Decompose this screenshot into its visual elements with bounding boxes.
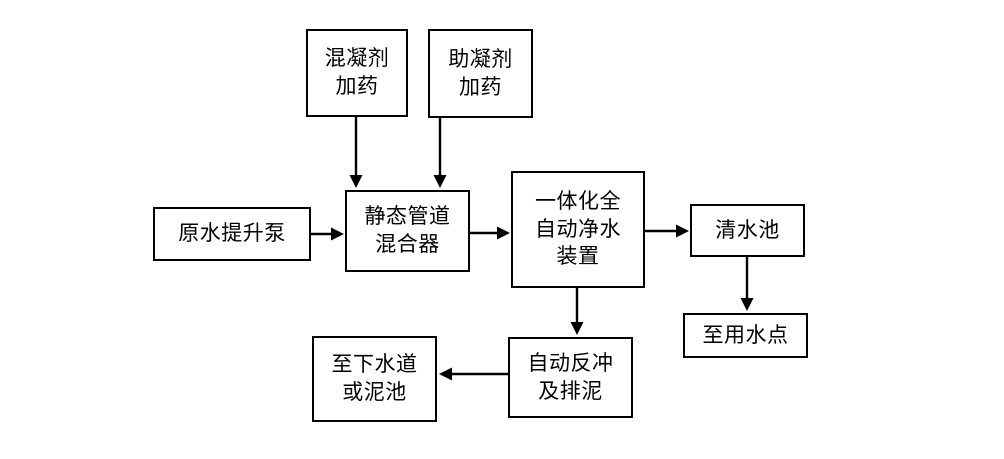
node-label-line: 装置 — [556, 244, 600, 269]
arrow-purifier-to-auto-backwash — [570, 288, 584, 335]
integrated-purifier-box[interactable]: 一体化全自动净水装置 — [511, 171, 645, 288]
node-label-line: 混合器 — [375, 232, 440, 256]
arrow-head-icon — [740, 298, 754, 311]
node-label-line: 一体化全 — [535, 188, 621, 213]
node-label-line: 自动净水 — [535, 216, 621, 241]
node-label-line: 原水提升泵 — [178, 221, 286, 246]
arrow-mixer-to-purifier — [470, 226, 510, 240]
node-label-line: 加药 — [459, 74, 502, 99]
arrow-auto-backwash-to-sewer — [439, 367, 508, 381]
arrow-head-icon — [676, 224, 689, 238]
arrow-head-icon — [570, 322, 584, 335]
arrow-clear-water-tank-to-point-of-use — [740, 257, 754, 311]
to-point-of-use-box[interactable]: 至用水点 — [683, 313, 808, 358]
raw-water-pump-box[interactable]: 原水提升泵 — [153, 207, 311, 261]
node-label-line: 至下水道 — [331, 352, 418, 377]
arrow-flocculant-to-mixer — [433, 118, 447, 188]
arrow-coagulant-to-mixer — [349, 117, 363, 188]
arrow-head-icon — [439, 367, 452, 381]
node-label-line: 混凝剂 — [324, 46, 390, 71]
node-label-line: 或泥池 — [342, 380, 407, 404]
arrow-head-icon — [497, 226, 510, 240]
node-label-line: 加药 — [335, 74, 379, 98]
node-label-line: 助凝剂 — [448, 46, 513, 71]
clear-water-tank-box[interactable]: 清水池 — [690, 204, 805, 257]
arrow-pump-to-mixer — [311, 227, 344, 241]
node-label-line: 及排泥 — [538, 378, 603, 403]
flocculant-dosing-box[interactable]: 助凝剂加药 — [428, 29, 533, 118]
arrow-head-icon — [331, 227, 344, 241]
arrow-head-icon — [349, 175, 363, 188]
node-label-line: 至用水点 — [702, 322, 789, 347]
node-label-line: 自动反冲 — [527, 350, 614, 375]
node-label-line: 静态管道 — [364, 204, 451, 229]
auto-backwash-sludge-discharge-box[interactable]: 自动反冲及排泥 — [508, 337, 633, 418]
arrow-purifier-to-clear-water-tank — [645, 224, 689, 238]
static-pipe-mixer-box[interactable]: 静态管道混合器 — [345, 190, 470, 272]
arrow-head-icon — [433, 175, 447, 188]
coagulant-dosing-box[interactable]: 混凝剂加药 — [306, 29, 408, 117]
to-sewer-or-sludge-pit-box[interactable]: 至下水道或泥池 — [312, 336, 437, 422]
node-label-line: 清水池 — [715, 217, 780, 242]
